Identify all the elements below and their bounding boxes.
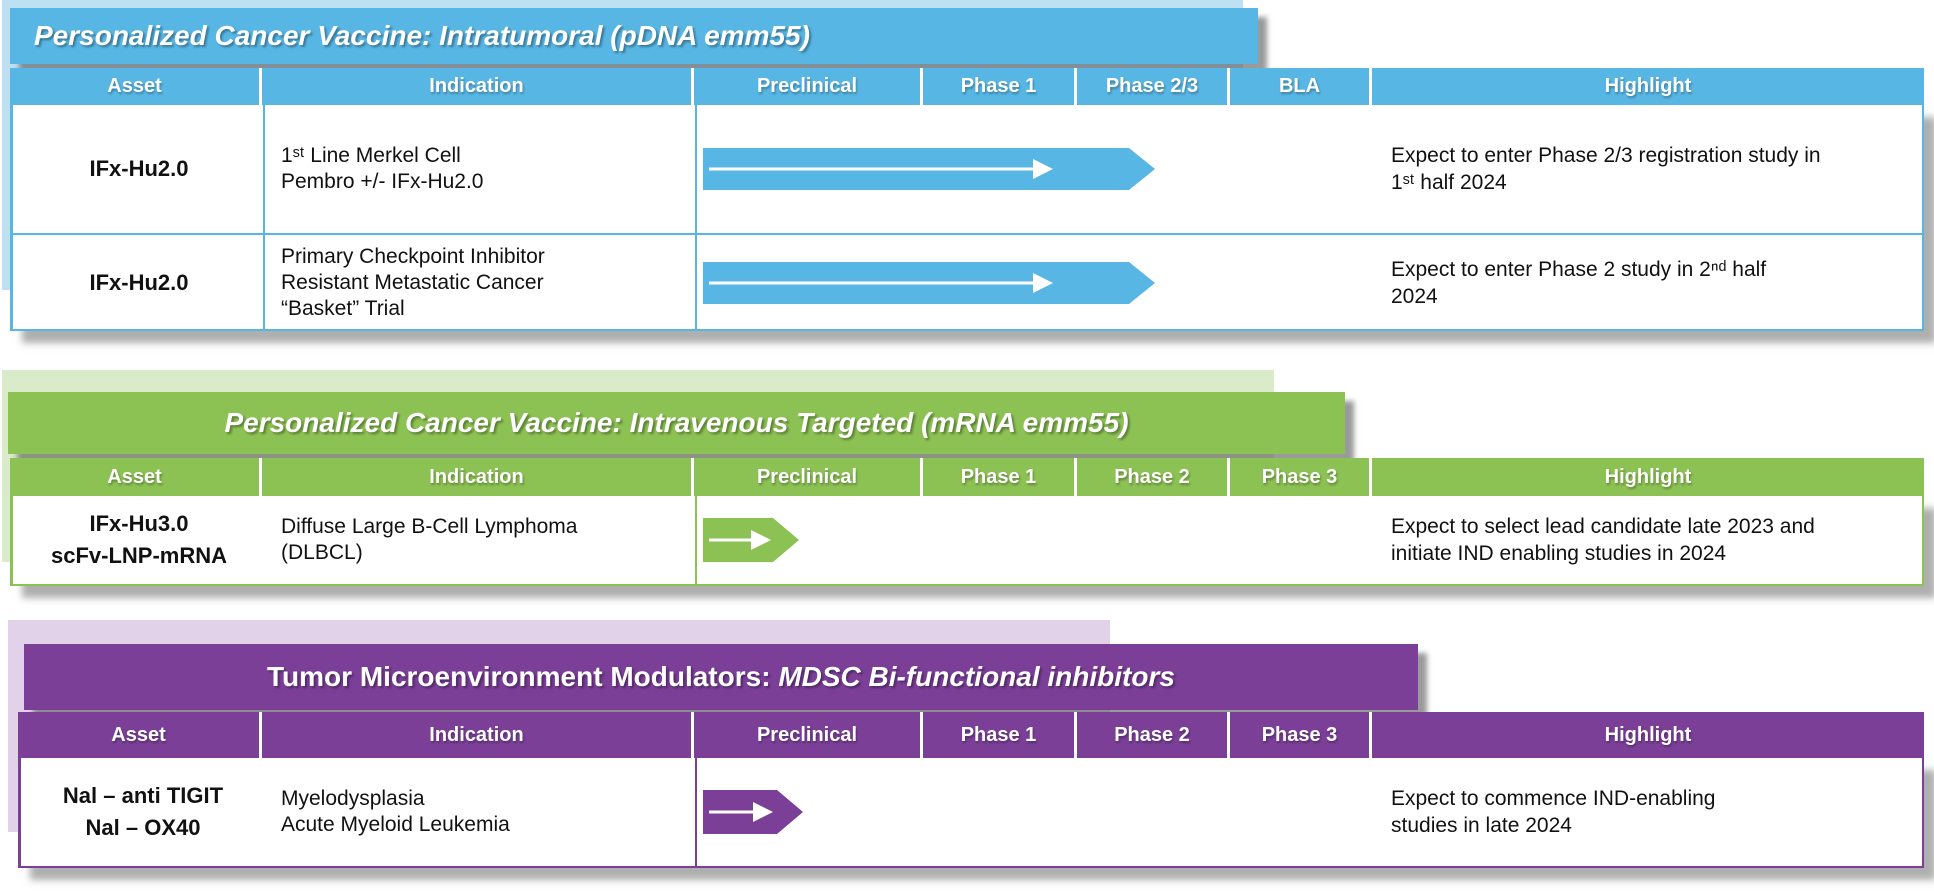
column-header-indication: Indication: [262, 458, 694, 496]
column-header-row: Asset Indication Preclinical Phase 1 Pha…: [10, 458, 1924, 496]
asset-name: Nal – OX40: [85, 815, 201, 840]
phase-progress-arrow: [703, 518, 799, 562]
highlight-line: Expect to enter Phase 2/3 registration s…: [1391, 143, 1821, 167]
indication-cell: Myelodysplasia Acute Myeloid Leukemia: [265, 758, 697, 866]
indication-line: Diffuse Large B-Cell Lymphoma: [281, 514, 578, 538]
section-title-prefix: Tumor Microenvironment Modulators:: [267, 661, 779, 692]
column-header-asset: Asset: [10, 68, 262, 105]
table-body-tme: Nal – anti TIGIT Nal – OX40 Myelodysplas…: [18, 758, 1924, 868]
asset-cell: Nal – anti TIGIT Nal – OX40: [21, 758, 265, 866]
column-header-phase23: Phase 2/3: [1077, 68, 1230, 105]
column-header-phase1: Phase 1: [923, 712, 1077, 758]
asset-name: scFv-LNP-mRNA: [50, 543, 228, 568]
section-title-italic: Personalized Cancer Vaccine: Intratumora…: [34, 20, 810, 51]
asset-name: IFx-Hu3.0: [89, 511, 189, 537]
section-title-italic: MDSC Bi-functional inhibitors: [778, 661, 1175, 692]
indication-line: Pembro +/- IFx-Hu2.0: [281, 170, 484, 193]
highlight-line: 1ˢᵗ half 2024: [1391, 171, 1507, 194]
section-banner-tme: Tumor Microenvironment Modulators: MDSC …: [24, 644, 1418, 710]
column-header-phase2: Phase 2: [1077, 458, 1230, 496]
column-header-phase2: Phase 2: [1077, 712, 1230, 758]
table-row: IFx-Hu2.0 Primary Checkpoint Inhibitor R…: [13, 235, 1922, 331]
section-title: Tumor Microenvironment Modulators: MDSC …: [24, 661, 1418, 693]
column-header-indication: Indication: [262, 68, 694, 105]
column-header-asset: Asset: [18, 712, 262, 758]
phase-progress-arrow: [703, 790, 803, 834]
column-header-phase3: Phase 3: [1230, 712, 1372, 758]
indication-line: (DLBCL): [281, 541, 363, 564]
asset-name: IFx-Hu2.0: [89, 156, 189, 182]
asset-cell: IFx-Hu2.0: [13, 235, 265, 331]
column-header-row: Asset Indication Preclinical Phase 1 Pha…: [10, 68, 1924, 105]
indication-track-divider: [695, 105, 697, 329]
indication-cell: Diffuse Large B-Cell Lymphoma (DLBCL): [265, 496, 697, 584]
indication-line: Myelodysplasia: [281, 786, 425, 810]
column-header-preclinical: Preclinical: [694, 68, 923, 105]
row-divider: [13, 233, 1922, 235]
indication-line: Primary Checkpoint Inhibitor: [281, 244, 545, 268]
asset-cell: IFx-Hu3.0 scFv-LNP-mRNA: [13, 496, 265, 584]
phase-track-cell: [697, 758, 1375, 866]
asset-name: IFx-Hu2.0: [89, 270, 189, 296]
asset-indication-divider: [263, 105, 265, 329]
column-header-highlight: Highlight: [1604, 75, 1692, 97]
column-header-preclinical: Preclinical: [694, 458, 923, 496]
phase-track-cell: [697, 496, 1375, 584]
highlight-cell: Expect to enter Phase 2 study in 2ⁿᵈ hal…: [1375, 235, 1922, 331]
section-banner-intratumoral: Personalized Cancer Vaccine: Intratumora…: [10, 8, 1258, 64]
indication-line: Acute Myeloid Leukemia: [281, 813, 510, 836]
indication-cell: 1ˢᵗ Line Merkel Cell Pembro +/- IFx-Hu2.…: [265, 105, 697, 233]
highlight-line: 2024: [1391, 285, 1438, 308]
column-header-phase3: Phase 3: [1230, 458, 1372, 496]
column-header-phase1: Phase 1: [923, 458, 1077, 496]
table-body-intravenous: IFx-Hu3.0 scFv-LNP-mRNA Diffuse Large B-…: [10, 496, 1924, 586]
highlight-cell: Expect to select lead candidate late 202…: [1375, 496, 1922, 584]
highlight-cell: Expect to commence IND-enabling studies …: [1375, 758, 1922, 866]
indication-track-divider: [695, 496, 697, 584]
highlight-line: studies in late 2024: [1391, 814, 1572, 837]
section-title: Personalized Cancer Vaccine: Intratumora…: [10, 20, 1258, 52]
highlight-cell: Expect to enter Phase 2/3 registration s…: [1375, 105, 1922, 233]
asset-name: Nal – anti TIGIT: [62, 783, 224, 809]
indication-line: 1ˢᵗ Line Merkel Cell: [281, 143, 461, 167]
column-header-phase1: Phase 1: [923, 68, 1077, 105]
table-row: Nal – anti TIGIT Nal – OX40 Myelodysplas…: [21, 758, 1922, 866]
indication-line: “Basket” Trial: [281, 297, 405, 321]
column-header-bla: BLA: [1230, 68, 1372, 105]
indication-track-divider: [695, 758, 697, 866]
section-title: Personalized Cancer Vaccine: Intravenous…: [8, 407, 1345, 439]
asset-cell: IFx-Hu2.0: [13, 105, 265, 233]
indication-line: Resistant Metastatic Cancer: [281, 270, 544, 294]
column-header-preclinical: Preclinical: [694, 712, 923, 758]
indication-cell: Primary Checkpoint Inhibitor Resistant M…: [265, 235, 697, 331]
column-header-highlight: Highlight: [1604, 723, 1692, 746]
section-banner-intravenous: Personalized Cancer Vaccine: Intravenous…: [8, 392, 1345, 454]
column-header-highlight: Highlight: [1604, 465, 1692, 488]
column-header-asset: Asset: [10, 458, 262, 496]
highlight-line: Expect to enter Phase 2 study in 2ⁿᵈ hal…: [1391, 257, 1767, 281]
phase-progress-arrow: [703, 148, 1155, 190]
table-row: IFx-Hu2.0 1ˢᵗ Line Merkel Cell Pembro +/…: [13, 105, 1922, 233]
phase-track-cell: [697, 105, 1375, 233]
highlight-line: Expect to commence IND-enabling: [1391, 786, 1716, 810]
column-header-row: Asset Indication Preclinical Phase 1 Pha…: [18, 712, 1924, 758]
table-row: IFx-Hu3.0 scFv-LNP-mRNA Diffuse Large B-…: [13, 496, 1922, 584]
phase-progress-arrow: [703, 262, 1155, 304]
section-title-italic: Personalized Cancer Vaccine: Intravenous…: [224, 407, 1129, 438]
highlight-line: Expect to select lead candidate late 202…: [1391, 514, 1815, 538]
phase-track-cell: [697, 235, 1375, 331]
column-header-indication: Indication: [262, 712, 694, 758]
highlight-line: initiate IND enabling studies in 2024: [1391, 542, 1727, 565]
table-body-intratumoral: IFx-Hu2.0 1ˢᵗ Line Merkel Cell Pembro +/…: [10, 105, 1924, 331]
